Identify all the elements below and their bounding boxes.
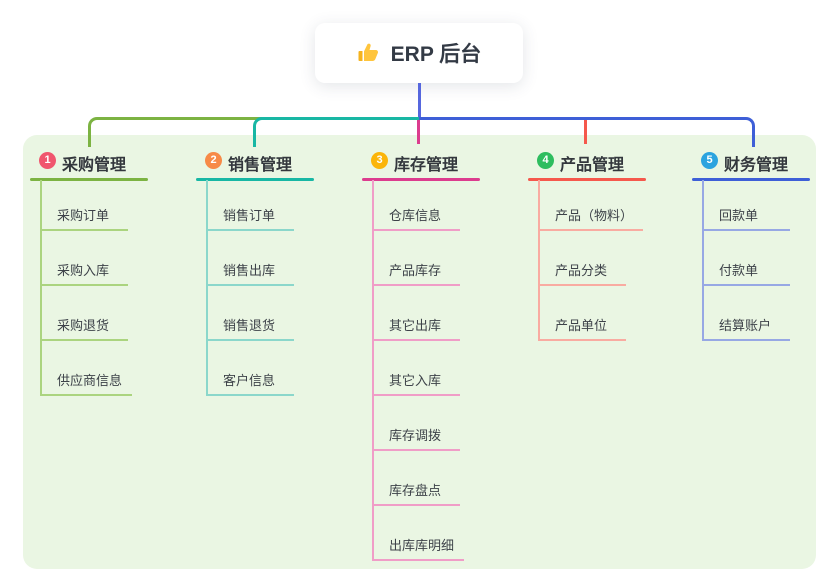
root-node[interactable]: ERP 后台 bbox=[315, 23, 523, 83]
branch-number-badge: 1 bbox=[39, 152, 56, 169]
branch-number-badge: 5 bbox=[701, 152, 718, 169]
child-node[interactable]: 销售出库 bbox=[206, 255, 294, 286]
child-node[interactable]: 客户信息 bbox=[206, 365, 294, 396]
child-node[interactable]: 销售订单 bbox=[206, 200, 294, 231]
child-node[interactable]: 产品（物料） bbox=[538, 200, 644, 231]
branch-underline bbox=[362, 178, 480, 181]
child-node[interactable]: 产品单位 bbox=[538, 310, 626, 341]
branch-spine-line bbox=[538, 180, 540, 341]
child-node[interactable]: 采购退货 bbox=[40, 310, 128, 341]
branch-spine-line bbox=[372, 180, 374, 561]
branches-panel bbox=[23, 135, 816, 569]
branch-number-badge: 3 bbox=[371, 152, 388, 169]
branch-spine-line bbox=[206, 180, 208, 396]
branch-spine-line bbox=[40, 180, 42, 396]
child-node[interactable]: 出库库明细 bbox=[372, 530, 465, 561]
child-node[interactable]: 其它入库 bbox=[372, 365, 460, 396]
branch-underline bbox=[30, 178, 148, 181]
branch-connector-line bbox=[419, 117, 755, 147]
child-node[interactable]: 采购入库 bbox=[40, 255, 128, 286]
child-node[interactable]: 仓库信息 bbox=[372, 200, 460, 231]
branch-underline bbox=[196, 178, 314, 181]
child-node[interactable]: 付款单 bbox=[702, 255, 790, 286]
branch-spine-line bbox=[702, 180, 704, 341]
branch-underline bbox=[528, 178, 646, 181]
root-node-label: ERP 后台 bbox=[390, 43, 482, 66]
branch-connector-line bbox=[417, 120, 420, 144]
child-node[interactable]: 库存调拨 bbox=[372, 420, 460, 451]
branch-node[interactable]: 库存管理 bbox=[394, 157, 459, 174]
child-node[interactable]: 回款单 bbox=[702, 200, 790, 231]
child-node[interactable]: 结算账户 bbox=[702, 310, 790, 341]
branch-number-badge: 2 bbox=[205, 152, 222, 169]
root-connector-line bbox=[418, 83, 421, 117]
child-node[interactable]: 其它出库 bbox=[372, 310, 460, 341]
child-node[interactable]: 产品库存 bbox=[372, 255, 460, 286]
child-node[interactable]: 供应商信息 bbox=[40, 365, 133, 396]
child-node[interactable]: 库存盘点 bbox=[372, 475, 460, 506]
child-node[interactable]: 产品分类 bbox=[538, 255, 626, 286]
branch-node[interactable]: 采购管理 bbox=[62, 157, 127, 174]
child-node[interactable]: 采购订单 bbox=[40, 200, 128, 231]
child-node[interactable]: 销售退货 bbox=[206, 310, 294, 341]
branch-underline bbox=[692, 178, 810, 181]
branch-number-badge: 4 bbox=[537, 152, 554, 169]
branch-connector-line bbox=[584, 120, 587, 144]
thumbs-up-icon bbox=[357, 41, 381, 65]
branch-connector-line bbox=[253, 117, 422, 147]
branch-node[interactable]: 产品管理 bbox=[560, 157, 625, 174]
branch-node[interactable]: 财务管理 bbox=[724, 157, 789, 174]
branch-node[interactable]: 销售管理 bbox=[228, 157, 293, 174]
